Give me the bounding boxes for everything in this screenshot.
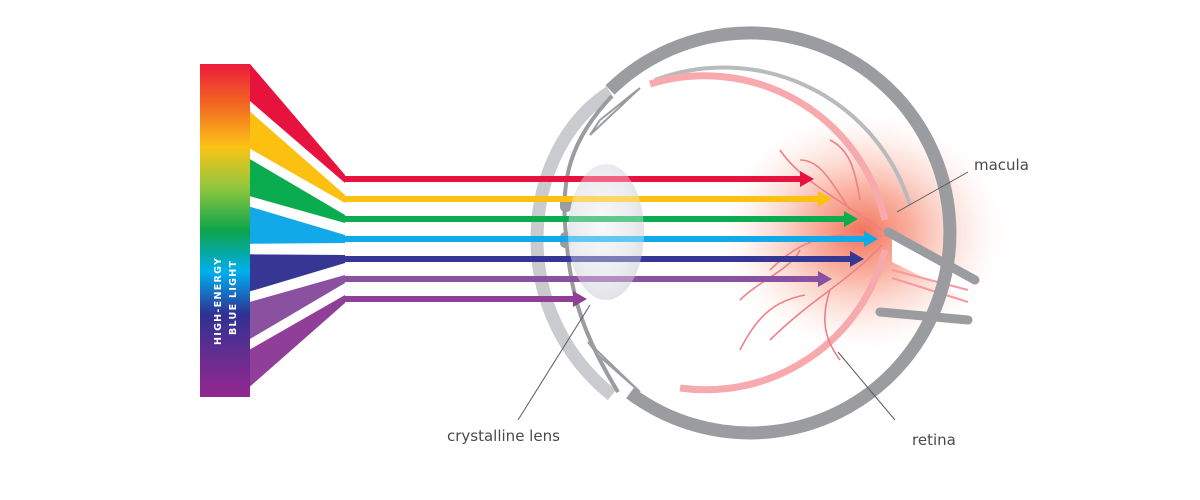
- optic-nerve: [875, 227, 980, 325]
- arrowhead-yellow: [818, 191, 832, 207]
- label-retina: retina: [912, 431, 956, 449]
- wedge-red: [250, 64, 345, 183]
- light-wedges: [250, 64, 345, 387]
- label-crystalline-lens: crystalline lens: [447, 427, 560, 445]
- lens-overlay: [568, 164, 644, 300]
- arrowhead-green: [844, 211, 858, 227]
- spectrum-label-2: BLUE LIGHT: [228, 260, 239, 335]
- wedge-violet: [250, 275, 345, 339]
- wedge-indigo: [250, 254, 345, 292]
- wedge-yellow: [250, 111, 345, 203]
- wedge-green: [250, 159, 345, 223]
- spectrum-bar: HIGH-ENERGY BLUE LIGHT: [200, 64, 250, 397]
- label-macula: macula: [974, 156, 1029, 174]
- arrowhead-blue: [864, 231, 878, 247]
- retina-band: [648, 72, 889, 394]
- arrowhead-red: [800, 171, 814, 187]
- light-rays: [345, 171, 878, 307]
- spectrum-label-1: HIGH-ENERGY: [213, 257, 224, 345]
- sclera: [605, 26, 957, 440]
- arrowhead-indigo: [850, 251, 864, 267]
- arrowhead-violet: [818, 271, 832, 287]
- arrowhead-purple: [573, 291, 587, 307]
- wedge-blue: [250, 206, 345, 244]
- wedge-purple: [250, 295, 345, 387]
- leader-lines: [517, 171, 969, 421]
